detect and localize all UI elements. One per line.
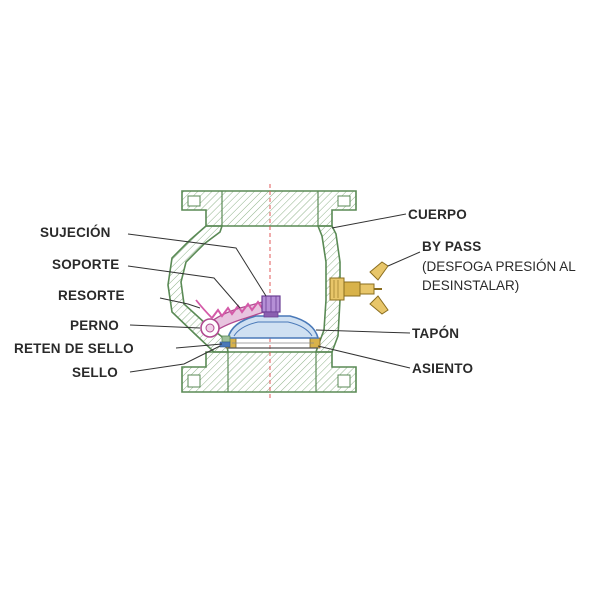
label-by-pass-note-1: (DESFOGA PRESIÓN AL bbox=[422, 259, 576, 274]
pin bbox=[200, 318, 220, 338]
label-cuerpo: CUERPO bbox=[408, 207, 467, 222]
top-flange bbox=[181, 190, 357, 227]
label-soporte: SOPORTE bbox=[52, 257, 119, 272]
spring bbox=[195, 299, 269, 319]
bottom-flange bbox=[181, 351, 357, 393]
left-chamber-wall bbox=[167, 225, 229, 353]
label-tapon: TAPÓN bbox=[412, 326, 459, 341]
seat bbox=[225, 337, 321, 349]
label-by-pass-note-2: DESINSTALAR) bbox=[422, 278, 519, 293]
leader-lines bbox=[127, 213, 421, 373]
bypass-valve bbox=[329, 261, 389, 315]
valve-body bbox=[167, 190, 357, 393]
label-asiento: ASIENTO bbox=[412, 361, 473, 376]
label-sujecion: SUJECIÓN bbox=[40, 225, 111, 240]
right-chamber-wall bbox=[314, 225, 341, 353]
label-by-pass: BY PASS bbox=[422, 239, 481, 254]
label-reten-de-sello: RETEN DE SELLO bbox=[14, 341, 134, 356]
label-sello: SELLO bbox=[72, 365, 118, 380]
disc-plug bbox=[226, 315, 320, 339]
fastener bbox=[261, 295, 281, 318]
label-resorte: RESORTE bbox=[58, 288, 125, 303]
label-perno: PERNO bbox=[70, 318, 119, 333]
